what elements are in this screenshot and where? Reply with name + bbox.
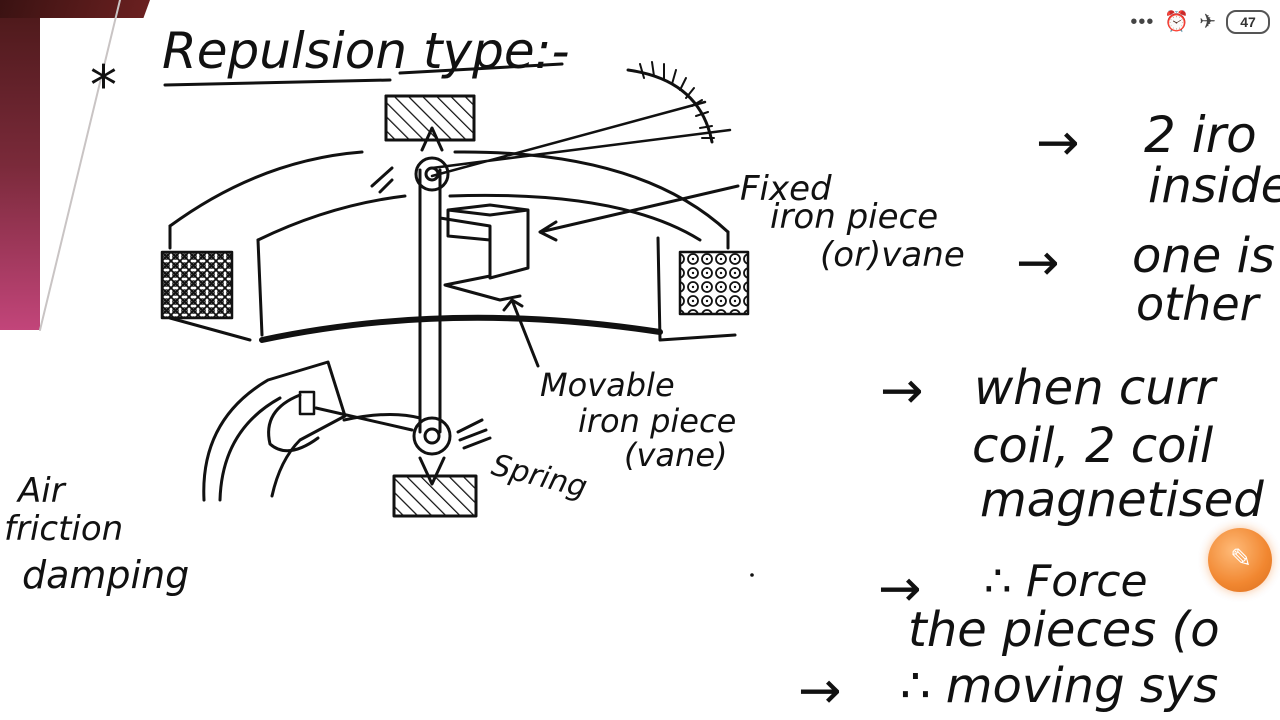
overflow-dots: ••• bbox=[1130, 10, 1155, 33]
svg-text:friction: friction bbox=[4, 509, 123, 549]
paper-edge bbox=[39, 0, 121, 331]
pen-icon: ✎ bbox=[1230, 544, 1252, 574]
svg-text:Air: Air bbox=[16, 471, 67, 511]
label-movable-iron-piece: Movable iron piece (vane) bbox=[540, 366, 736, 474]
note-line: other bbox=[1136, 277, 1262, 331]
damping-chamber-outer bbox=[202, 360, 347, 502]
svg-text:iron piece: iron piece bbox=[770, 197, 938, 237]
top-bearing-base bbox=[384, 94, 476, 142]
notes: → 2 iro inside → one is other → when cur… bbox=[798, 106, 1280, 720]
bullet-star: * bbox=[90, 54, 117, 117]
fixed-vane-arrow bbox=[538, 184, 740, 242]
top-pivot-tip bbox=[420, 126, 444, 152]
note-arrow: → bbox=[1016, 233, 1060, 293]
damping-arm bbox=[314, 406, 414, 432]
top-spring-mark bbox=[370, 166, 394, 194]
coil-right-side bbox=[656, 230, 737, 342]
note-line: ∴ Force bbox=[984, 556, 1148, 607]
alarm-clock-icon: ⏰ bbox=[1164, 11, 1190, 33]
svg-text:Fixed: Fixed bbox=[740, 169, 832, 209]
bottom-bearing-block bbox=[392, 474, 478, 518]
damping-piston bbox=[298, 390, 316, 416]
svg-text:(vane): (vane) bbox=[624, 436, 727, 474]
coil-bottom-thick bbox=[259, 314, 663, 343]
svg-text:iron piece: iron piece bbox=[578, 402, 736, 440]
scale-ticks bbox=[639, 61, 715, 139]
bottom-pivot-inner bbox=[423, 427, 441, 445]
battery-indicator: 47 bbox=[1226, 10, 1270, 34]
pointer bbox=[430, 100, 732, 178]
spindle bbox=[418, 168, 442, 434]
note-line: ∴ moving sys bbox=[900, 658, 1218, 714]
label-fixed-iron-piece: Fixed iron piece (or)vane bbox=[740, 169, 965, 275]
note-line: magnetised bbox=[980, 472, 1264, 528]
page-title: Repulsion type:- bbox=[162, 22, 570, 80]
background-fabric bbox=[0, 0, 40, 330]
note-line: when curr bbox=[974, 360, 1218, 416]
top-pivot-inner bbox=[424, 166, 440, 182]
damping-chamber-inner bbox=[218, 396, 282, 502]
note-line: the pieces (o bbox=[908, 602, 1220, 658]
damping-chamber-arc bbox=[342, 412, 422, 422]
note-line: inside bbox=[1148, 158, 1280, 214]
pen-dot bbox=[750, 573, 754, 577]
airplane-icon: ✈ bbox=[1199, 11, 1216, 33]
movable-vane-arrow bbox=[502, 298, 540, 368]
coil-outer-arc-right bbox=[453, 150, 730, 234]
movable-iron-vane bbox=[438, 216, 522, 302]
coil-winding-right bbox=[678, 250, 750, 316]
coil-outer-arc bbox=[168, 150, 364, 228]
svg-text:Movable: Movable bbox=[540, 366, 675, 404]
note-line: one is bbox=[1132, 228, 1275, 284]
title-underline bbox=[163, 62, 564, 87]
note-arrow: → bbox=[1036, 113, 1080, 173]
floating-pen-button[interactable]: ✎ bbox=[1208, 528, 1272, 592]
coil-inner-arc bbox=[256, 194, 407, 242]
damping-vane bbox=[267, 393, 320, 453]
svg-text:damping: damping bbox=[22, 553, 189, 597]
coil-winding-left bbox=[160, 250, 234, 320]
status-bar: ••• ⏰ ✈ 47 bbox=[1130, 10, 1270, 34]
top-pivot bbox=[414, 156, 450, 192]
note-line: coil, 2 coil bbox=[972, 418, 1214, 474]
note-arrow: → bbox=[798, 661, 842, 720]
svg-text:(or)vane: (or)vane bbox=[820, 235, 965, 275]
scale-arc bbox=[626, 68, 714, 144]
fixed-iron-vane bbox=[446, 203, 530, 280]
bottom-pivot bbox=[412, 416, 452, 456]
label-air-friction-damping: Air friction damping bbox=[4, 471, 189, 597]
note-arrow: → bbox=[878, 559, 922, 619]
coil-inner-arc-right bbox=[448, 193, 702, 242]
spring-coils bbox=[456, 418, 492, 450]
label-spring: Spring bbox=[488, 448, 590, 505]
note-line: 2 iro bbox=[1144, 106, 1257, 164]
note-arrow: → bbox=[880, 361, 924, 421]
coil-left-side bbox=[168, 224, 264, 342]
